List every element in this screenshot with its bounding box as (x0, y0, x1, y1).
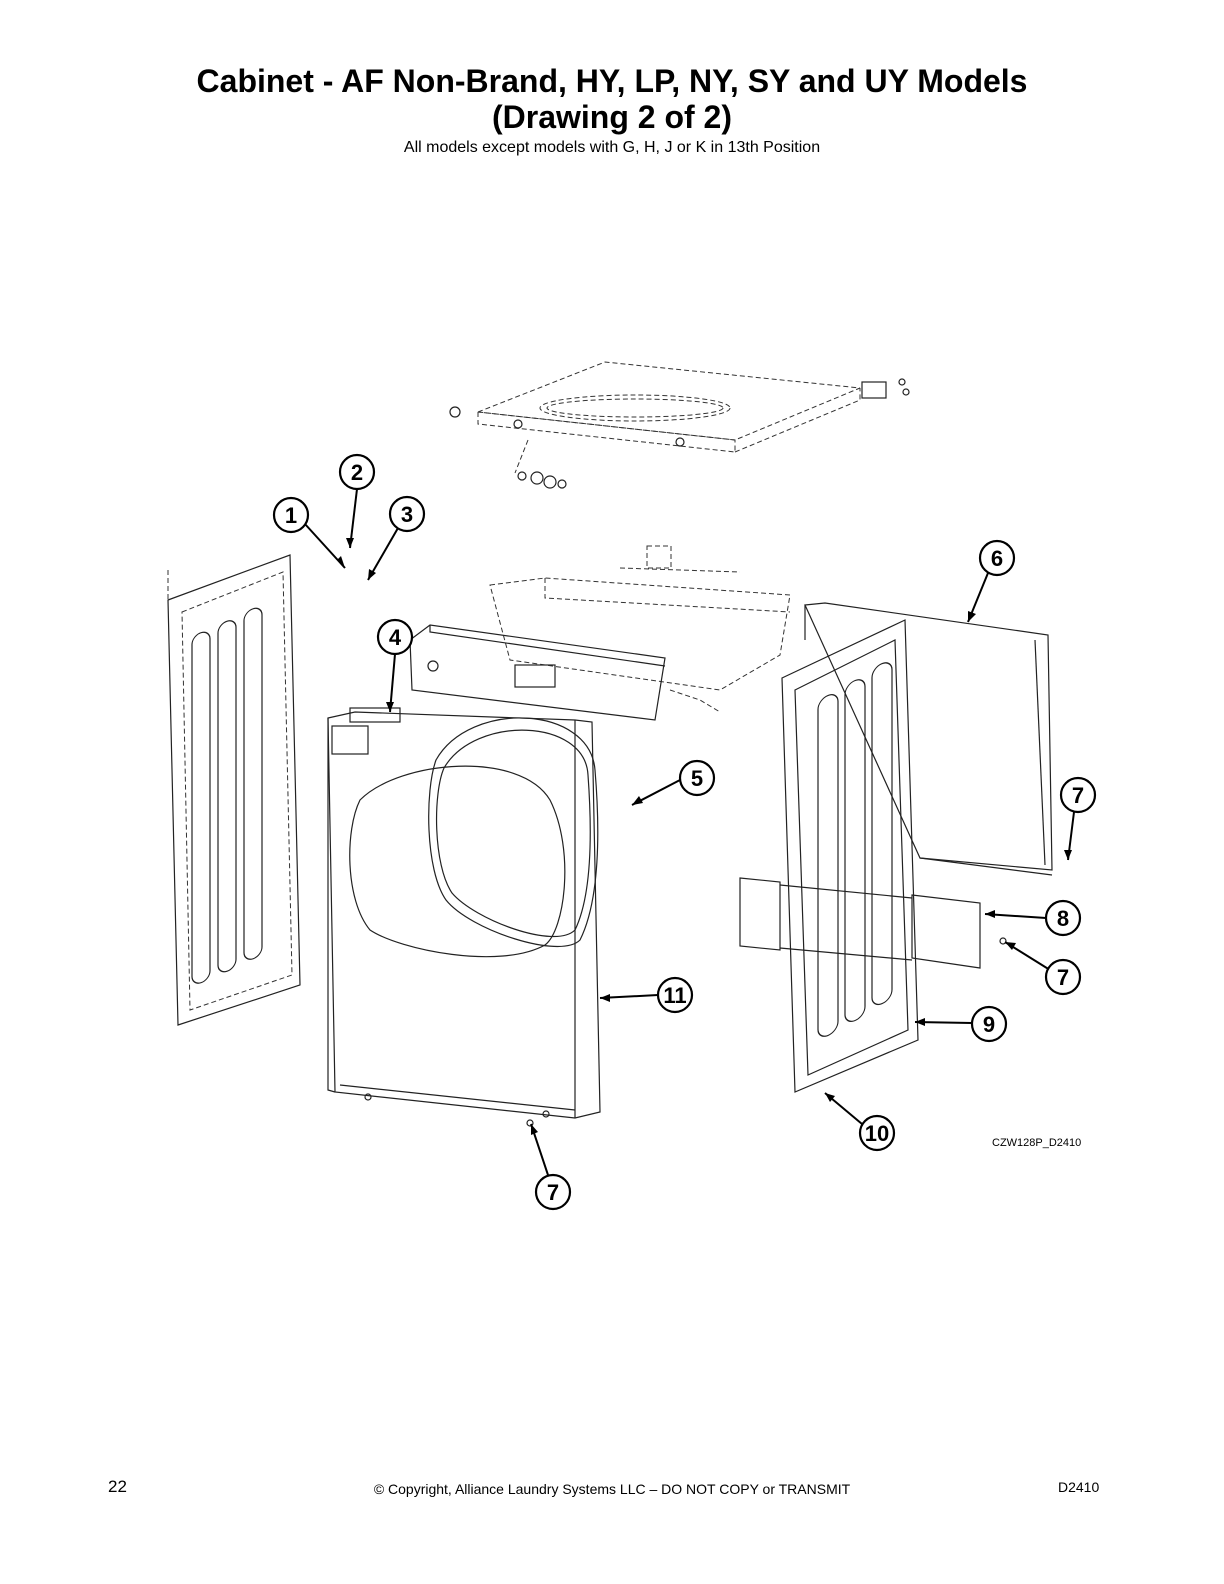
callout-7b-label: 7 (1057, 965, 1069, 990)
callout-1-label: 1 (285, 503, 297, 528)
page-title-drawing-number: (Drawing 2 of 2) (491, 99, 732, 135)
control-console-drawing (409, 545, 791, 721)
page-number: 22 (108, 1477, 127, 1496)
front-panel-drawing (327, 707, 601, 1127)
callout-3-label: 3 (401, 502, 413, 527)
callout-7b: 7 (1004, 941, 1082, 996)
callout-9-label: 9 (983, 1012, 995, 1037)
callout-4-label: 4 (389, 625, 402, 650)
callout-11: 11 (599, 976, 694, 1014)
callout-4: 4 (376, 618, 414, 713)
rear-panel-drawing (804, 602, 1053, 876)
callout-8-label: 8 (1057, 906, 1069, 931)
copyright-notice: © Copyright, Alliance Laundry Systems LL… (373, 1481, 851, 1497)
right-side-panel-drawing (781, 619, 919, 1093)
callout-5: 5 (631, 759, 716, 806)
page-subtitle: All models except models with G, H, J or… (403, 139, 821, 156)
drawing-id-label: CZW128P_D2410 (992, 1137, 1081, 1149)
callout-1: 1 (272, 496, 346, 569)
callout-2: 2 (338, 453, 376, 549)
callout-7a-label: 7 (1072, 783, 1084, 808)
page-title: Cabinet - AF Non-Brand, HY, LP, NY, SY a… (196, 63, 1028, 99)
callout-7a: 7 (1059, 776, 1097, 861)
document-code: D2410 (1058, 1479, 1100, 1495)
callout-6-label: 6 (991, 546, 1003, 571)
callout-7c-label: 7 (547, 1180, 559, 1205)
left-side-panel-drawing (167, 554, 301, 1026)
crossbar-bracket-drawing (739, 877, 1007, 969)
callout-8: 8 (984, 899, 1082, 937)
callout-7c: 7 (530, 1123, 572, 1211)
callout-3: 3 (367, 495, 426, 581)
top-panel-drawing (449, 361, 910, 489)
callout-11-label: 11 (663, 983, 686, 1008)
callout-9: 9 (914, 1005, 1008, 1043)
callout-10: 10 (824, 1092, 896, 1152)
callout-6: 6 (967, 539, 1016, 623)
callout-10-label: 10 (865, 1121, 889, 1146)
callout-5-label: 5 (691, 766, 703, 791)
callout-2-label: 2 (351, 460, 363, 485)
